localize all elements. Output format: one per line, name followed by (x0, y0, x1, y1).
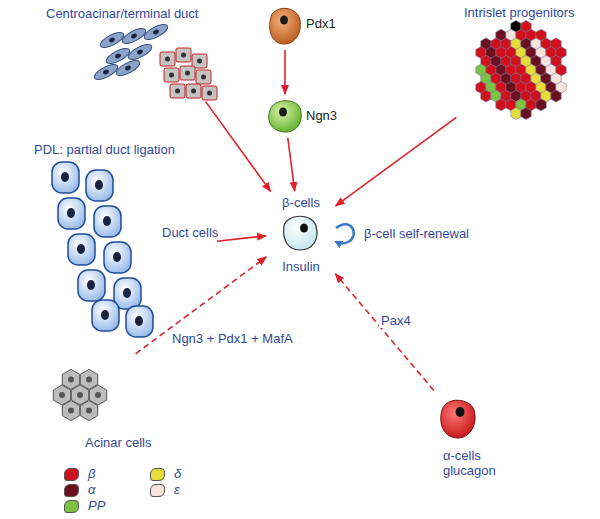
islet-cell (496, 99, 506, 111)
node-label: PDL: partial duct ligation (34, 142, 175, 157)
legend-swatch (150, 484, 165, 497)
node-label: Insulin (268, 259, 334, 274)
legend-swatch (64, 484, 79, 497)
centroacinar-cell (202, 86, 217, 100)
legend-swatch (64, 468, 79, 481)
connector-arrow (335, 274, 434, 391)
cell-node: Acinar cells (35, 355, 175, 455)
self-renewal-arrow (336, 224, 354, 243)
node-label: Ngn3 (306, 108, 337, 123)
duct-cell (92, 300, 119, 331)
duct-cell (126, 306, 153, 337)
islet-cluster-illustration (476, 21, 566, 120)
duct-cell (78, 270, 105, 301)
duct-cell (92, 61, 120, 82)
alpha-cell (441, 400, 475, 438)
legend-text: ε (174, 482, 180, 497)
centroacinar-cell (164, 68, 179, 82)
duct-cell (126, 41, 154, 62)
duct-cell (94, 206, 121, 237)
node-label: Acinar cells (85, 435, 151, 450)
connector-arrow (336, 117, 457, 205)
legend-text: α (88, 482, 95, 497)
connector-arrow (284, 50, 286, 94)
connector-arrow (217, 236, 266, 242)
node-label: Pdx1 (306, 16, 336, 31)
duct-cell (68, 234, 95, 265)
cell-node: Centroacinar/terminal duct (40, 4, 220, 100)
centroacinar-cell (180, 66, 195, 80)
duct-cell (142, 21, 170, 42)
islet-cell (536, 99, 546, 111)
edge-label: Ngn3 + Pdx1 + MafA (170, 331, 295, 346)
centroacinar-cell (176, 48, 191, 62)
node-label: Centroacinar/terminal duct (46, 6, 198, 21)
acinar-cell (62, 369, 79, 389)
cell-node: α-cells glucagon (425, 392, 509, 484)
pdx1-cell (270, 8, 301, 44)
duct-cell (52, 162, 79, 193)
legend-text: δ (174, 466, 181, 481)
duct-cells-illustration (52, 162, 153, 337)
legend-swatch (150, 468, 165, 481)
duct-cell (98, 29, 126, 50)
acinar-cell (80, 369, 97, 389)
ngn3-cell (269, 101, 301, 132)
centroacinar-cell (186, 84, 201, 98)
cell-nucleus (456, 407, 465, 417)
node-label: Intrislet progenitors (464, 5, 575, 20)
centroacinar-cell (170, 84, 185, 98)
edge-label: Duct cells (160, 225, 220, 240)
node-label: β-cells (268, 195, 334, 210)
cell-node: Intrislet progenitors (458, 3, 594, 125)
beta-cell (284, 216, 317, 250)
connector-arrow (206, 102, 271, 192)
islet-cell (511, 108, 521, 120)
legend-text: PP (88, 498, 105, 513)
centroacinar-duct-illustration (92, 21, 217, 100)
cell-nucleus (279, 108, 287, 117)
connector-arrow (288, 138, 295, 191)
acinar-cells-illustration (53, 369, 106, 420)
cell-node: β-cellsInsulin (268, 193, 334, 277)
islet-cell (551, 90, 561, 102)
legend-text: β (88, 466, 95, 481)
islet-cell (481, 90, 491, 102)
duct-cell (120, 25, 148, 46)
annotation-label: β-cell self-renewal (364, 226, 469, 241)
cell-node: Ngn3 (262, 96, 342, 136)
edge-label: Pax4 (379, 313, 413, 328)
centroacinar-cell (160, 52, 175, 66)
node-label: α-cells glucagon (443, 448, 507, 478)
legend-swatch (64, 500, 79, 513)
islet-cell (521, 108, 531, 120)
duct-cell (86, 170, 113, 201)
centroacinar-cell (196, 70, 211, 84)
duct-cell (114, 57, 142, 78)
cell-node: Pdx1 (262, 6, 342, 48)
cell-nucleus (280, 16, 288, 25)
duct-cell (58, 198, 85, 229)
cell-nucleus (300, 224, 308, 233)
duct-cell (104, 242, 131, 273)
acinar-cell (80, 401, 97, 421)
